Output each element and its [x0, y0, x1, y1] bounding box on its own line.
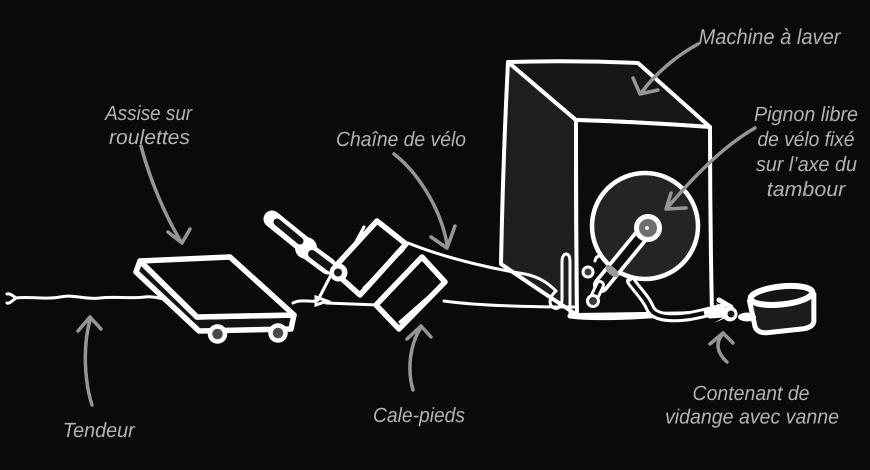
svg-text:Assise sur: Assise sur [103, 102, 193, 125]
svg-text:vidange avec vanne: vidange avec vanne [665, 406, 839, 429]
svg-text:Machine à laver: Machine à laver [699, 25, 842, 49]
svg-text:de vélo fixé: de vélo fixé [758, 128, 855, 151]
svg-text:Chaîne de vélo: Chaîne de vélo [336, 128, 466, 151]
svg-text:tambour: tambour [767, 178, 847, 201]
svg-text:roulettes: roulettes [109, 126, 190, 149]
svg-text:Contenant de: Contenant de [693, 382, 810, 405]
svg-text:Pignon libre: Pignon libre [754, 103, 858, 126]
svg-text:sur l’axe du: sur l’axe du [756, 153, 857, 176]
svg-text:Tendeur: Tendeur [63, 419, 136, 442]
svg-text:Cale-pieds: Cale-pieds [373, 404, 465, 427]
